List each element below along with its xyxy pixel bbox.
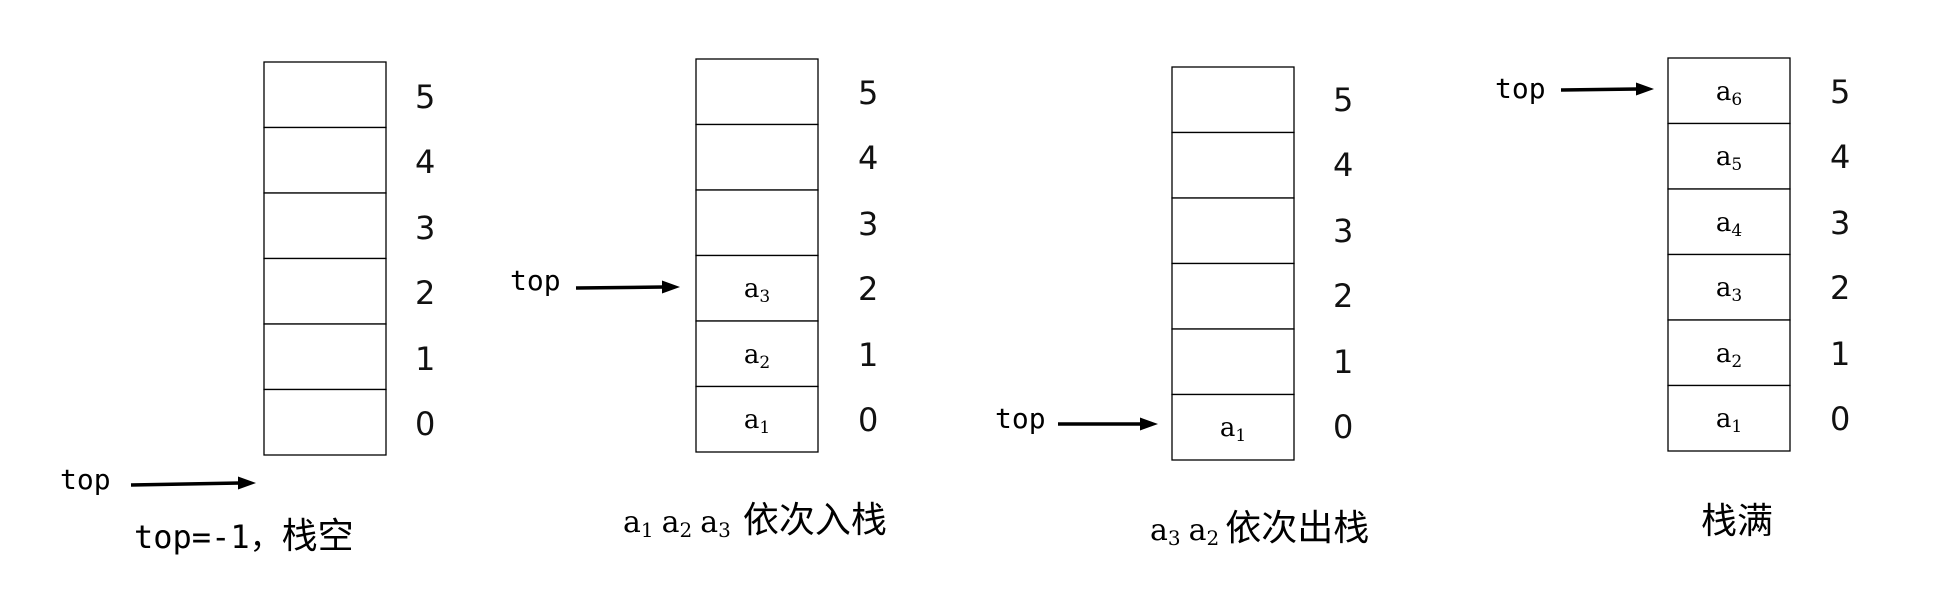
svg-text:a4: a4 [1716,208,1742,241]
stack-empty-index-5: 5 [415,78,435,116]
stack-full-index-0: 0 [1830,400,1850,438]
stack-full-index-2: 2 [1830,269,1850,307]
stack-empty-cell-5 [263,61,387,129]
stack-push-cell-5 [695,58,819,126]
stack-push-index-0: 0 [858,401,878,439]
stack-push-index-2: 2 [858,270,878,308]
stack-empty-cell-0 [263,388,387,456]
stack-full-index-3: 3 [1830,204,1850,242]
stack-empty-index-0: 0 [415,405,435,443]
svg-text:a6: a6 [1716,77,1742,110]
stack-pop-index-2: 2 [1333,277,1353,315]
stack-push-index-5: 5 [858,74,878,112]
stack-empty-cell-3 [263,192,387,260]
stack-full-cell-2: a3 [1667,253,1791,321]
stack-full-cell-0: a1 [1667,384,1791,452]
stack-push-cell-4 [695,123,819,191]
stack-full-cell-4: a5 [1667,122,1791,190]
stack-full-cell-1: a2 [1667,319,1791,387]
stack-pop-index-0: 0 [1333,408,1353,446]
stack-pop-index-3: 3 [1333,212,1353,250]
stack-empty-cell-1 [263,323,387,391]
stack-pop-index-4: 4 [1333,146,1353,184]
stack-pop-cell-2 [1171,262,1295,330]
stack-empty-cell-4 [263,126,387,194]
stack-full: a6 a5 a4 a3 a2 a1 5 4 3 2 1 0 top [1495,57,1850,542]
stack-pop-index-1: 1 [1333,343,1353,381]
stack-pop-top-label: top [995,402,1046,435]
svg-text:a1: a1 [744,405,770,438]
stack-pop-cell-0: a1 [1171,393,1295,461]
stack-empty-cell-2 [263,257,387,325]
stack-push-index-4: 4 [858,139,878,177]
stack-push-cell-2: a3 [695,254,819,322]
stack-pop-cell-3 [1171,197,1295,265]
stack-push-top-arrow [575,280,680,294]
svg-text:a5: a5 [1716,142,1742,175]
stack-empty-caption: top=-1，栈空 [134,516,354,557]
stack-empty-index-1: 1 [415,340,435,378]
stack-empty-top-arrow [130,476,256,490]
svg-text:a3: a3 [1716,273,1742,306]
stack-pop-cell-5 [1171,66,1295,134]
stack-push-index-1: 1 [858,336,878,374]
stack-full-caption: 栈满 [1701,501,1773,542]
stack-empty-index-2: 2 [415,274,435,312]
stack-push-cell-3 [695,189,819,257]
stack-full-top-arrow [1560,82,1654,96]
stack-empty-top-label: top [60,463,111,496]
stack-pop-cell-4 [1171,131,1295,199]
stack-full-top-label: top [1495,72,1546,105]
stack-full-index-1: 1 [1830,335,1850,373]
stack-pop-top-arrow [1058,417,1158,431]
stack-full-index-4: 4 [1830,138,1850,176]
stack-push-index-3: 3 [858,205,878,243]
svg-text:a2: a2 [1716,339,1742,372]
svg-text:a2: a2 [744,340,770,373]
svg-text:a3: a3 [744,274,770,307]
stack-pop-cell-1 [1171,328,1295,396]
stack-full-index-5: 5 [1830,73,1850,111]
stack-push-cell-0: a1 [695,385,819,453]
stack-empty: 5 4 3 2 1 0 top top=-1，栈空 [60,61,435,557]
stack-empty-index-3: 3 [415,209,435,247]
stack-full-cell-3: a4 [1667,188,1791,256]
stack-pop-index-5: 5 [1333,81,1353,119]
svg-text:a1: a1 [1716,404,1742,437]
svg-text:a1: a1 [1220,413,1246,446]
stack-empty-index-4: 4 [415,143,435,181]
stack-push-cell-1: a2 [695,320,819,388]
stack-push-top-label: top [510,264,561,297]
stack-full-cell-5: a6 [1667,57,1791,125]
